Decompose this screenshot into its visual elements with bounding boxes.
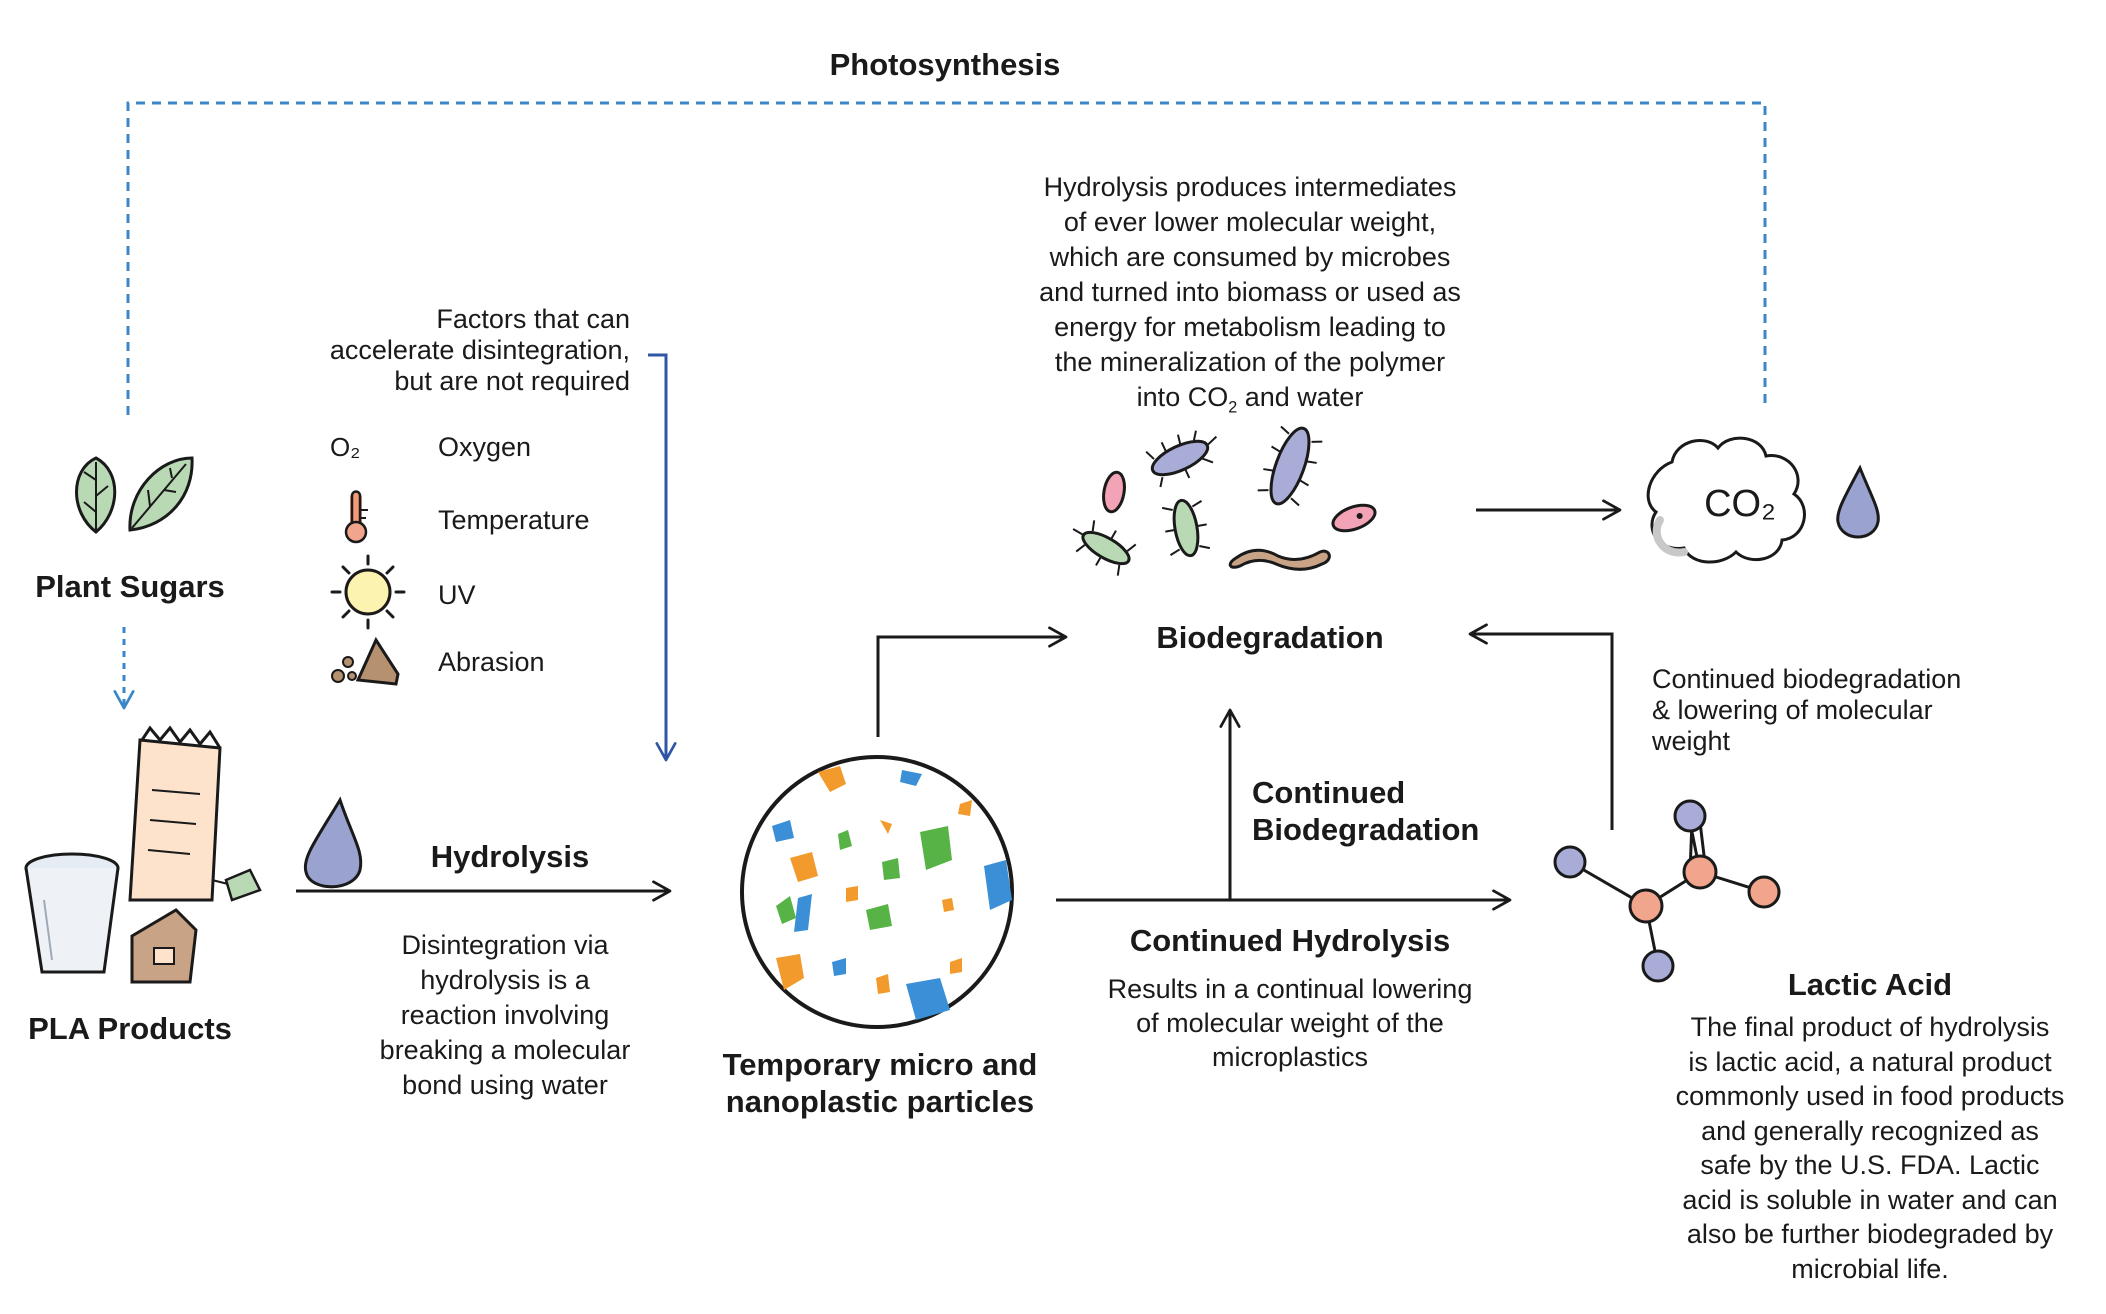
lactic-acid-label: Lactic Acid	[1787, 967, 1953, 1002]
lactic-acid-description: The final product of hydrolysis is lacti…	[1675, 1012, 2065, 1284]
oxygen-icon: O₂	[330, 432, 361, 462]
particles-circle-icon	[740, 755, 1014, 1029]
abrasion-icon	[331, 636, 400, 686]
plant-sugars-label: Plant Sugars	[35, 569, 225, 604]
biodegradation-description-main: Hydrolysis produces intermediates of eve…	[1039, 172, 1461, 412]
abrasion-label: Abrasion	[438, 647, 545, 677]
water-drop-icon	[303, 796, 363, 889]
particles-label: Temporary micro and nanoplastic particle…	[722, 1047, 1038, 1119]
photosynthesis-label: Photosynthesis	[829, 47, 1061, 82]
sun-icon	[330, 554, 406, 630]
continued-hydrolysis-description: Results in a continual lowering of molec…	[1107, 974, 1473, 1072]
biodegradation-description: Hydrolysis produces intermediates of eve…	[980, 170, 1520, 425]
factors-title: Factors that can accelerate disintegrati…	[329, 304, 630, 396]
molecule-icon	[1553, 799, 1781, 983]
hydrolysis-description: Disintegration via hydrolysis is a react…	[379, 930, 631, 1100]
particles-to-biodegradation-arrow	[876, 626, 1068, 737]
lactic-to-biodegradation-arrow	[1468, 623, 1614, 830]
biodegradation-description-end: and water	[1237, 382, 1364, 412]
continued-biodegradation-label: Continued Biodegradation	[1252, 775, 1480, 847]
continued-hydrolysis-label: Continued Hydrolysis	[1129, 923, 1451, 958]
co2-cloud-text: CO₂	[1704, 483, 1776, 525]
continued-biodegradation-lowering-label: Continued biodegradation & lowering of m…	[1652, 664, 1962, 756]
thermometer-icon	[344, 490, 368, 544]
hydrolysis-label: Hydrolysis	[430, 839, 590, 874]
temperature-label: Temperature	[438, 505, 590, 535]
factors-arrow	[648, 353, 677, 762]
uv-label: UV	[438, 580, 476, 610]
biodegradation-label: Biodegradation	[1156, 620, 1384, 655]
oxygen-label: Oxygen	[438, 432, 532, 462]
pla-products-icon	[24, 725, 262, 984]
co2-water-drop-icon	[1836, 464, 1880, 539]
photosynthesis-loop-line	[126, 101, 1767, 415]
microbes-icon	[1072, 425, 1377, 576]
leaves-icon	[75, 456, 194, 534]
co2-subscript: 2	[1228, 398, 1238, 417]
co2-cloud-icon	[1646, 436, 1806, 564]
pla-products-label: PLA Products	[28, 1011, 232, 1046]
